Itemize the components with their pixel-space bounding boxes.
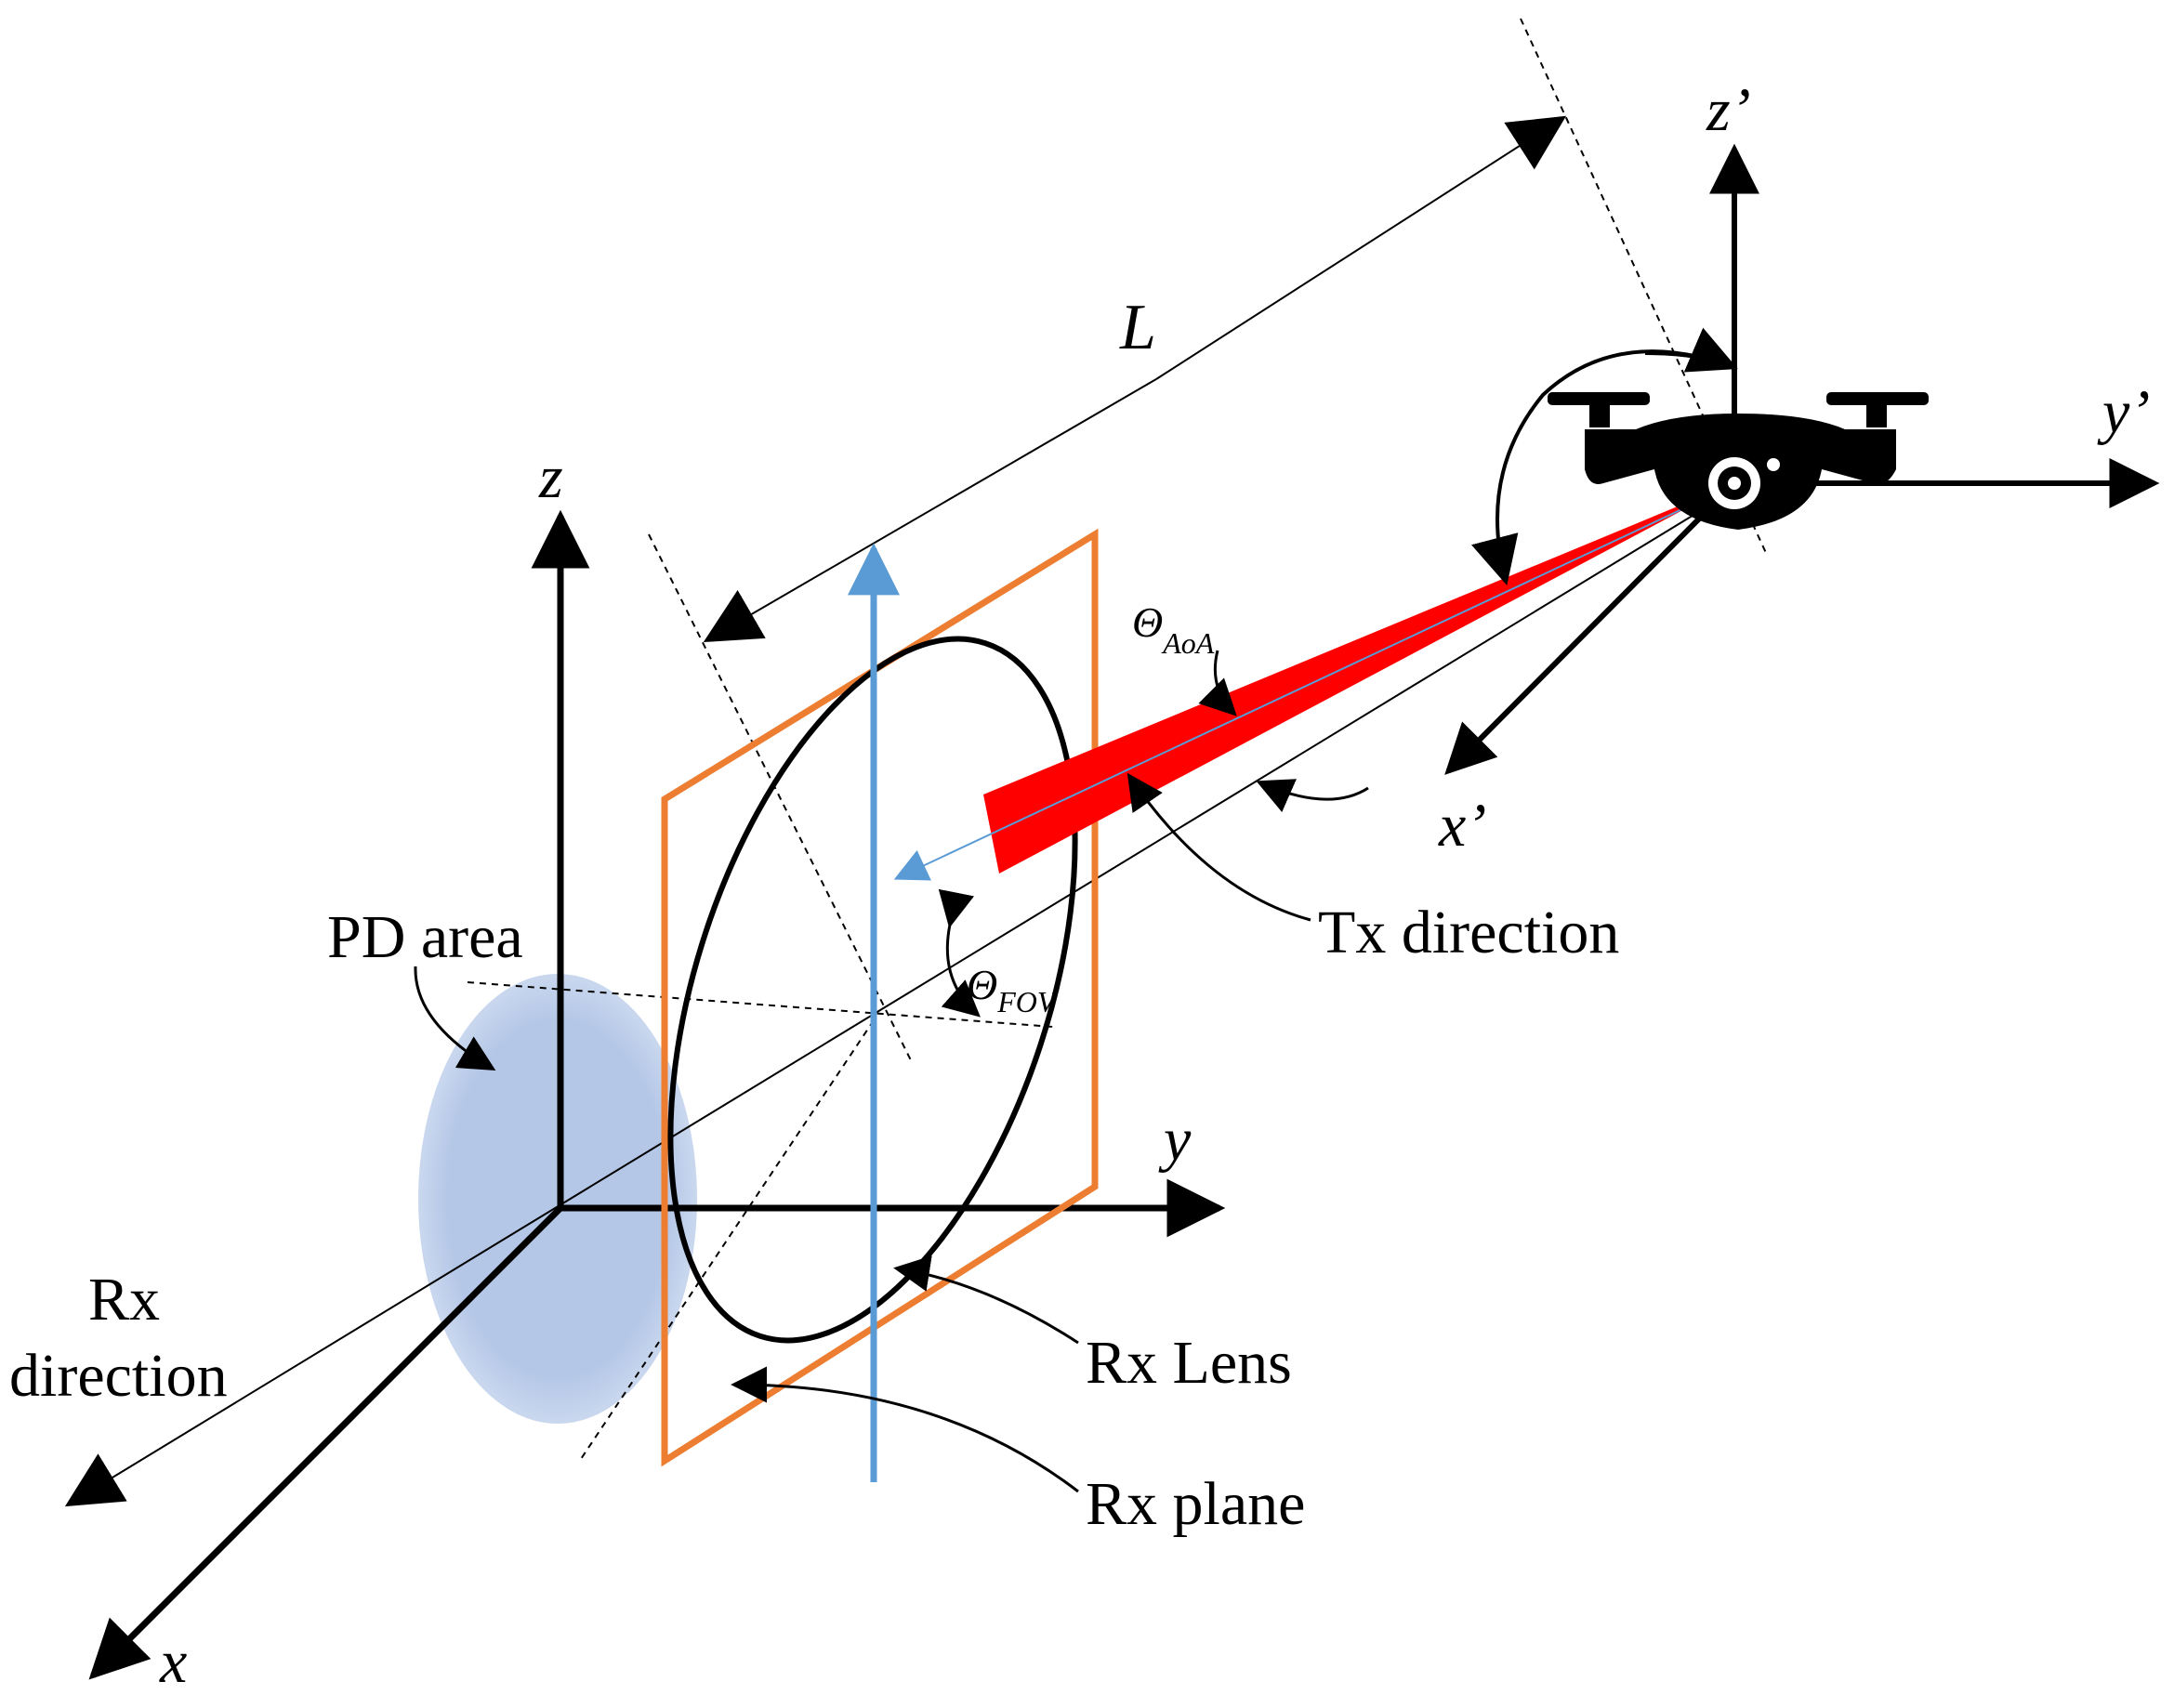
theta-aoa-symbol: Θ [1132, 598, 1163, 646]
drone-rotation-arrow-head-top [1644, 327, 1738, 373]
fov-angle-arc [938, 888, 981, 1018]
z-prime-axis-label: z’ [1706, 76, 1751, 144]
theta-fov-label: ΘFOV [967, 961, 1059, 1018]
dashed-line-upper-left [648, 533, 914, 1065]
dashed-line-horizontal [467, 981, 1054, 1028]
rx-plane-pointer [731, 1366, 1079, 1493]
rx-lens [667, 636, 1078, 1344]
rx-direction-label-line1: Rx [88, 1266, 160, 1334]
aoa-angle-pointer [1198, 650, 1237, 716]
tx-beam [983, 483, 1733, 874]
rx-direction-label-line2: direction [9, 1342, 228, 1410]
theta-aoa-label: ΘAoA [1132, 598, 1215, 660]
y-axis-label: y [1158, 1106, 1192, 1174]
tx-direction-label: Tx direction [1318, 899, 1619, 966]
rx-direction-line [64, 487, 1739, 1507]
aoa-subscript: AoA [1161, 626, 1215, 660]
fov-subscript: FOV [996, 985, 1059, 1018]
drone-icon [1548, 392, 1929, 530]
x-axis-label: x [159, 1628, 187, 1696]
rx-plane [661, 528, 1099, 1467]
length-arrow-to-rx [703, 378, 1157, 643]
tx-beam-axis [893, 484, 1734, 881]
z-axis-label: z [538, 443, 563, 511]
y-prime-axis-label: y’ [2097, 378, 2150, 446]
length-dimension-line [708, 511, 1156, 641]
pd-area-pointer [414, 966, 496, 1071]
rx-lens-label: Rx Lens [1086, 1329, 1292, 1397]
pd-area-label: PD area [327, 903, 523, 971]
x-axis [88, 1205, 563, 1680]
x-prime-axis [1444, 480, 1737, 775]
x-prime-axis-label: x’ [1438, 792, 1486, 860]
rx-plane-label: Rx plane [1086, 1470, 1305, 1538]
dashed-line-lower-left [580, 1019, 875, 1460]
dashed-line-top-right [1520, 18, 1767, 554]
length-arrow-to-tx [1155, 115, 1567, 380]
beam-rotation-arrow [1256, 779, 1369, 812]
length-label: L [1119, 292, 1156, 363]
theta-fov-symbol: Θ [967, 961, 997, 1008]
tx-direction-pointer [1127, 772, 1311, 922]
rx-lens-pointer [893, 1255, 1079, 1345]
